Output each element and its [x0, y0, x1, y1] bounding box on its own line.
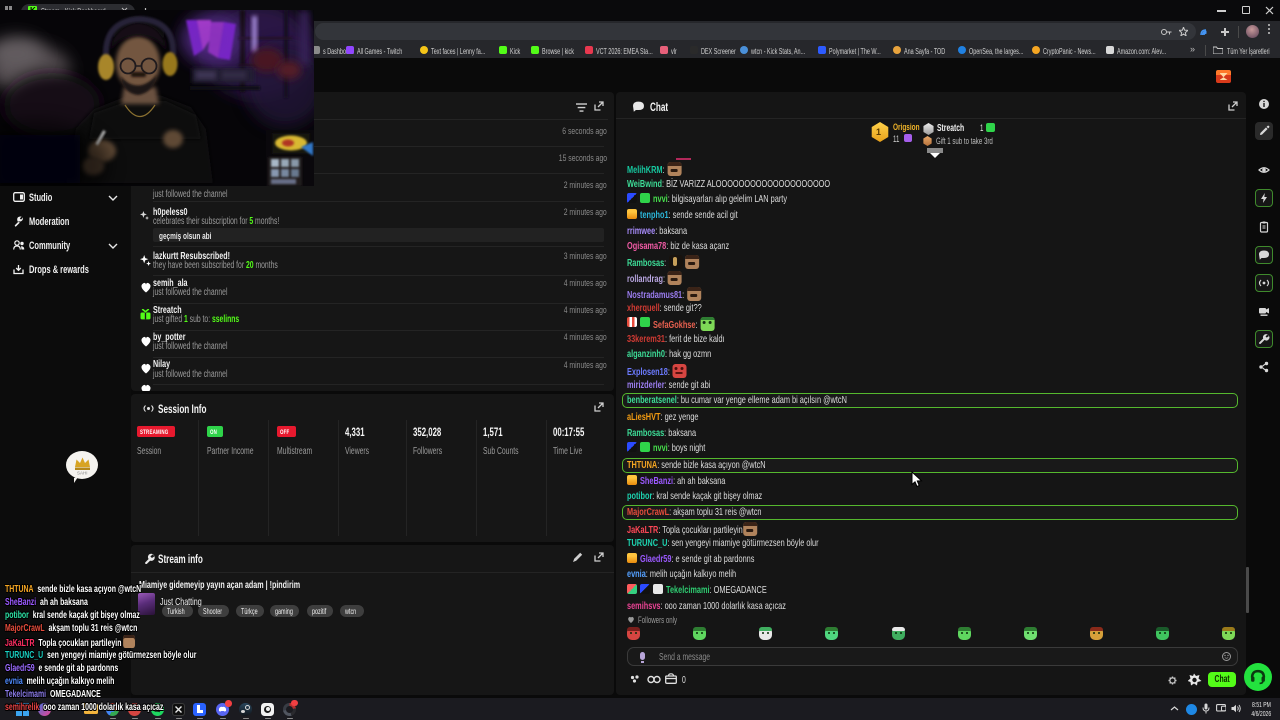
svg-text:SAHI: SAHI [77, 471, 88, 476]
